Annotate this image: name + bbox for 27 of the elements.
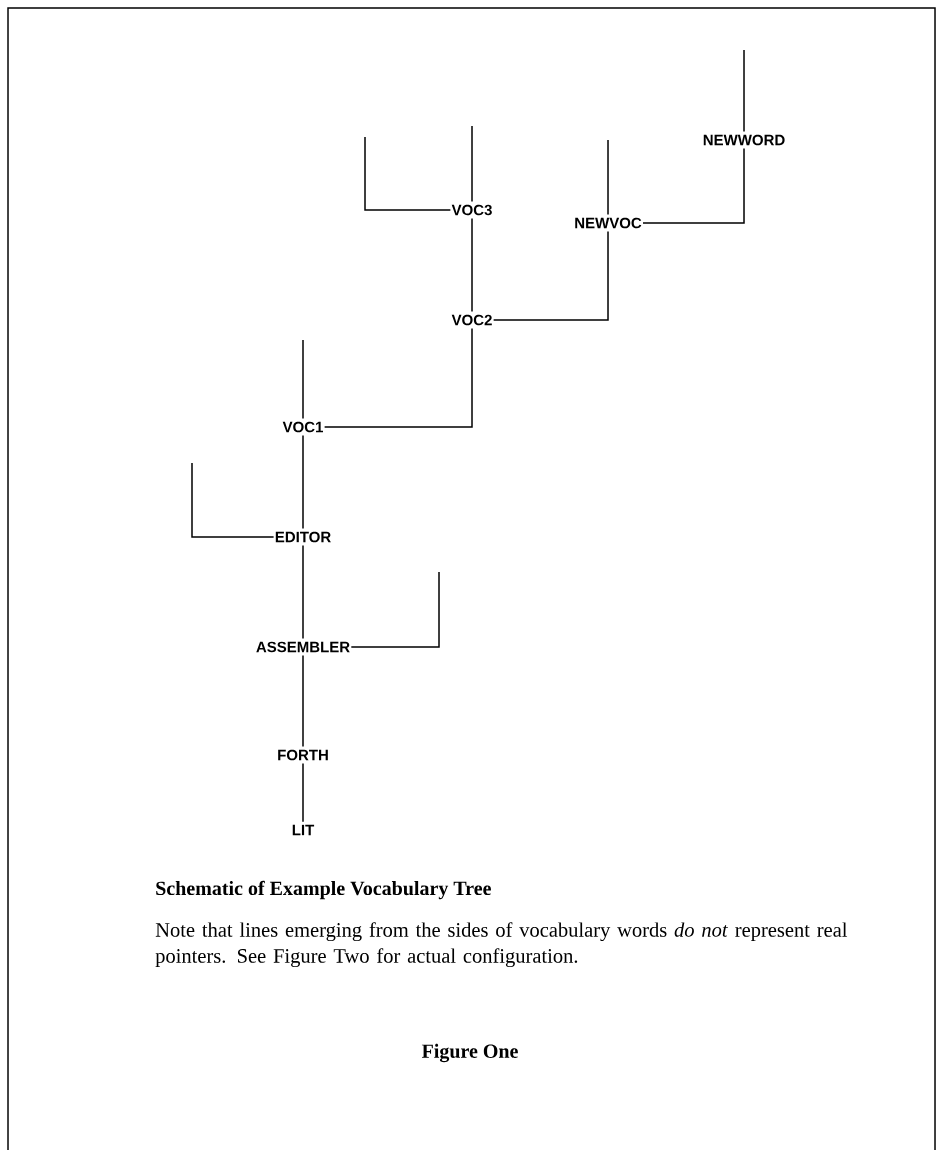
connector-line (302, 544, 304, 640)
vocabulary-word: VOC3 (451, 204, 492, 216)
vocabulary-word: FORTH (278, 749, 328, 761)
connector-line (642, 147, 745, 224)
connector-line (364, 136, 452, 211)
connector-line (350, 571, 440, 648)
caption-heading: Schematic of Example Vocabulary Tree (156, 880, 491, 900)
vocabulary-word: NEWWORD (703, 134, 785, 146)
connector-line (323, 327, 473, 428)
connector-line (302, 762, 304, 823)
vocabulary-word: ASSEMBLER (256, 641, 350, 653)
caption-text: Note that lines emerging from the sides of vocabulary words do not represent real pointers. See Figure Two for actual configuration. (155, 922, 848, 968)
connector-line (302, 654, 304, 748)
connector-line (302, 434, 304, 530)
connector-line (191, 462, 275, 538)
connector-line (302, 339, 304, 420)
connector-line (607, 139, 609, 216)
connector-line (471, 125, 473, 203)
vocabulary-word: EDITOR (275, 531, 331, 543)
vocabulary-word: NEWVOC (575, 217, 642, 229)
vocabulary-word: VOC1 (282, 421, 323, 433)
connector-line (471, 217, 473, 313)
vocabulary-word: LIT (292, 824, 315, 836)
connector-line (743, 49, 745, 133)
connector-line (492, 230, 609, 321)
figure-label: Figure One (421, 1043, 518, 1063)
vocabulary-word: VOC2 (451, 314, 492, 326)
